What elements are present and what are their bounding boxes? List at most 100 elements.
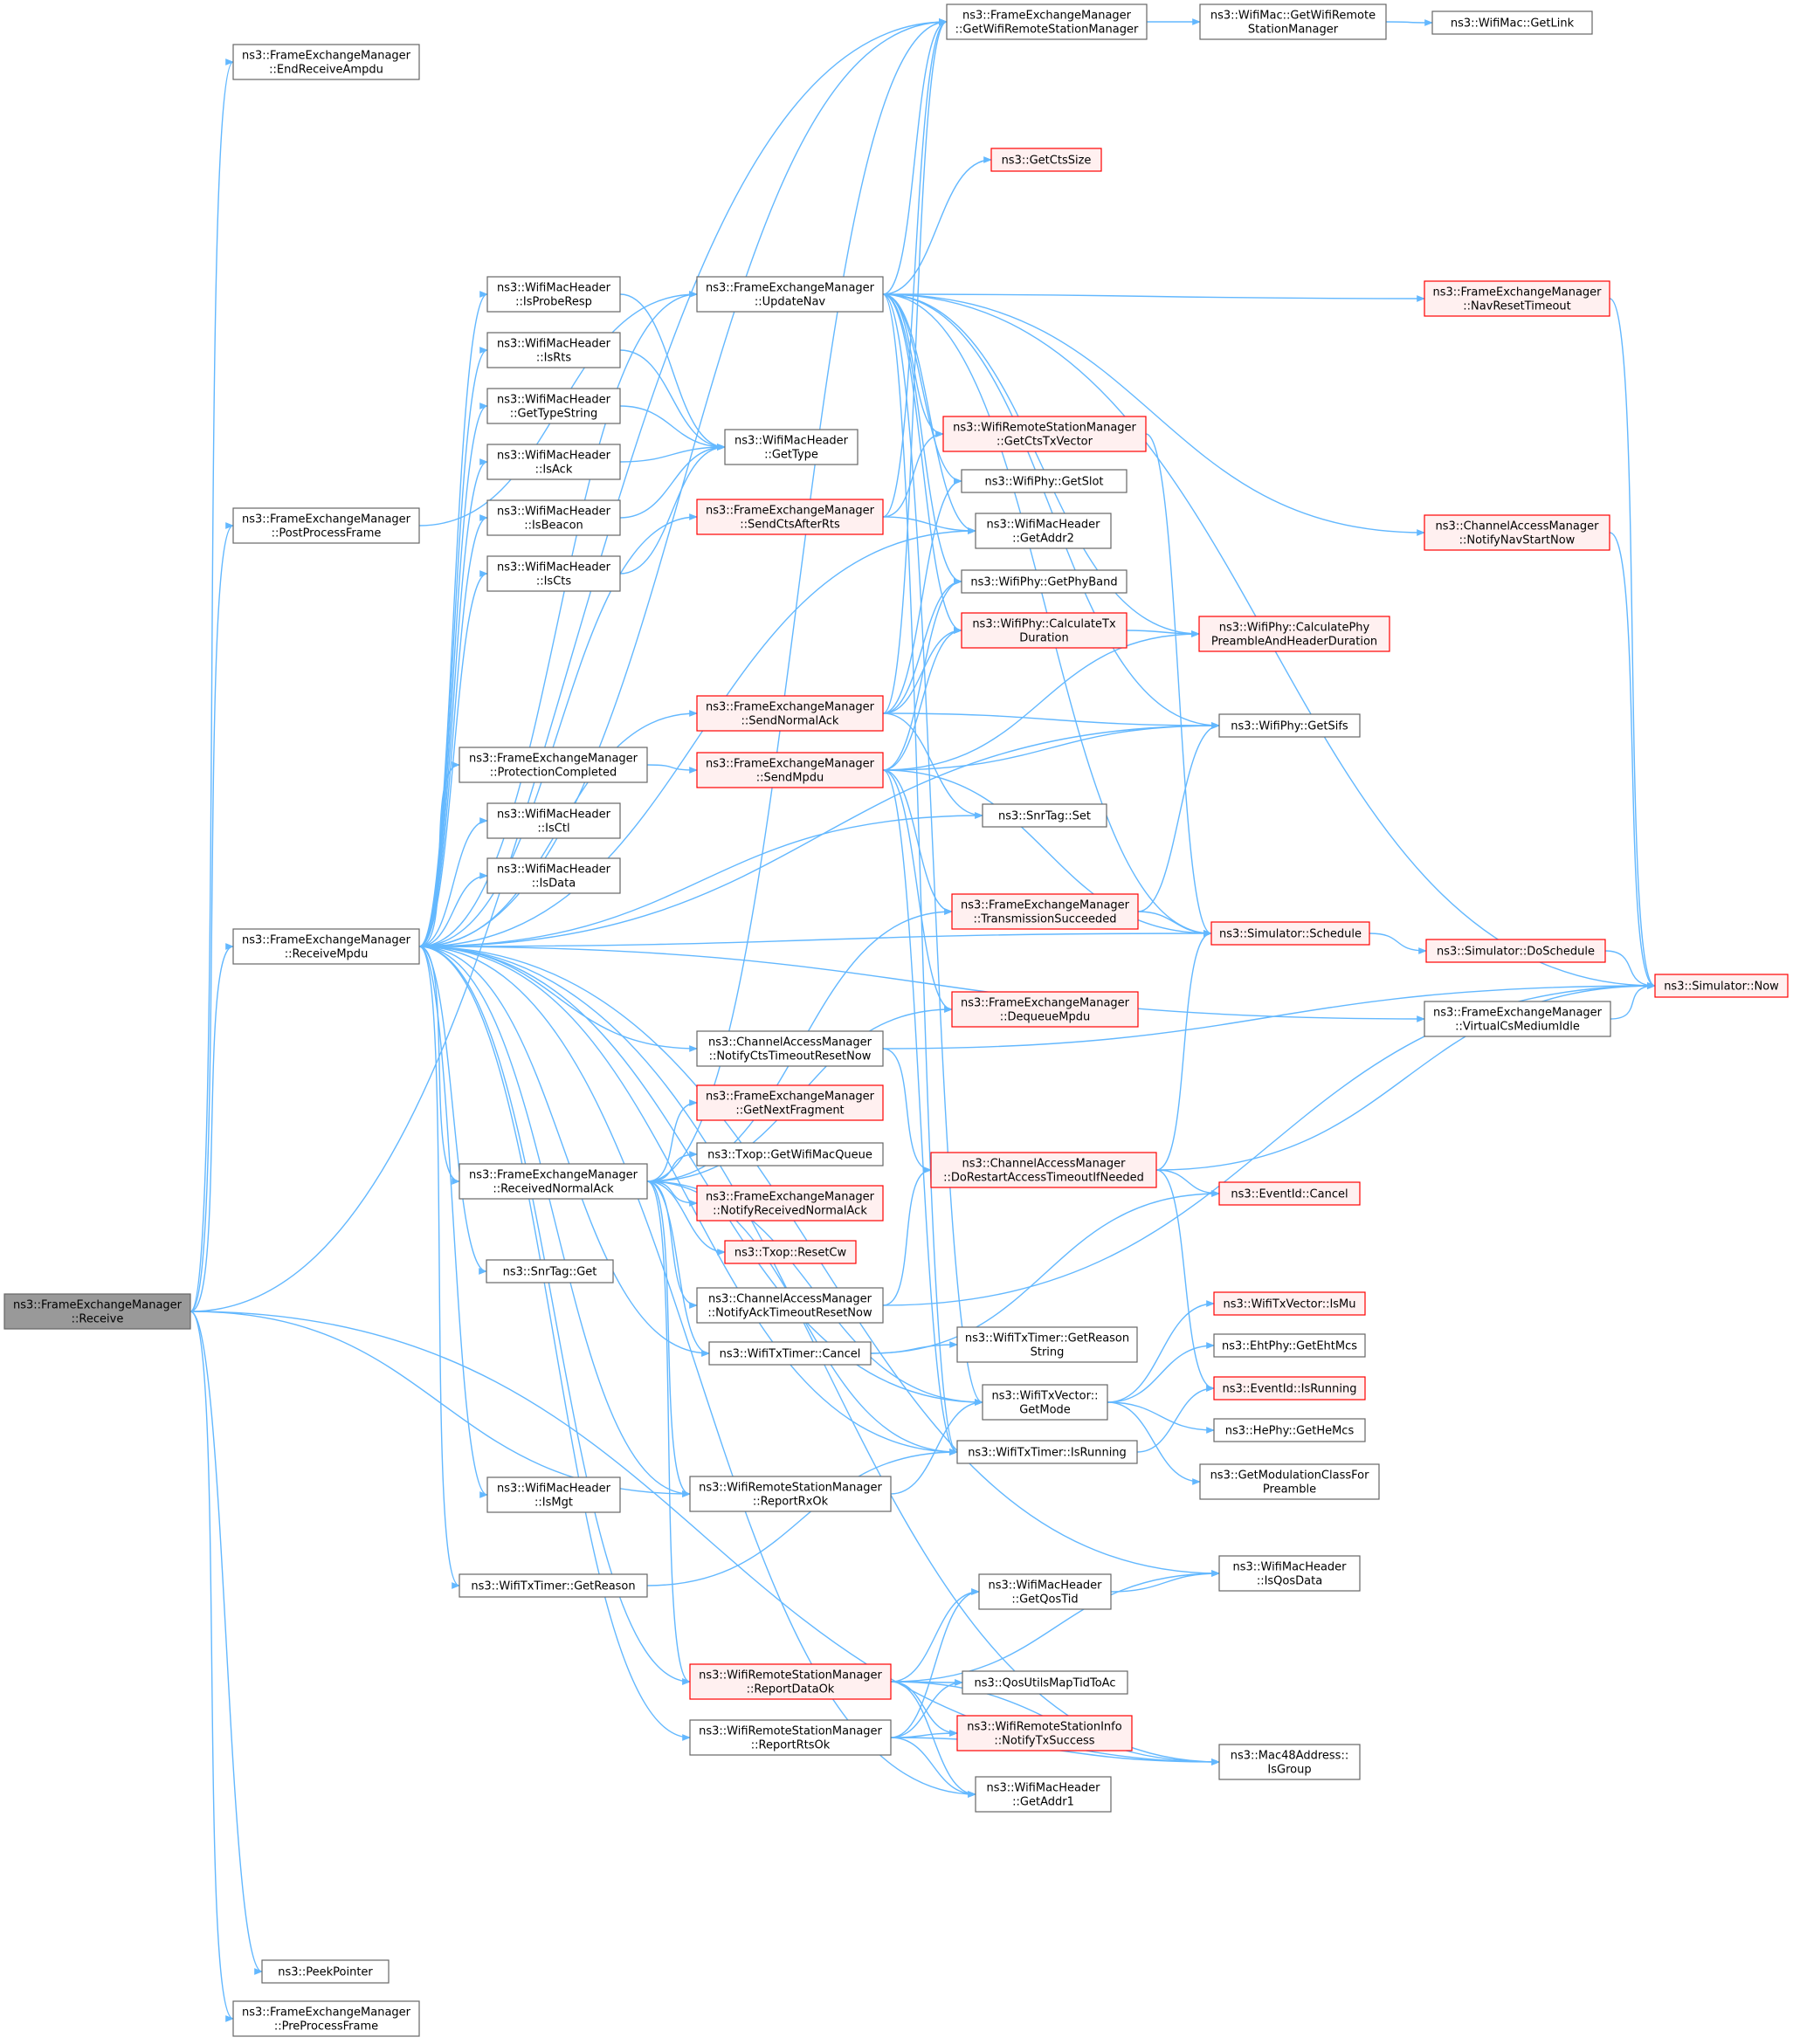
- node-snrTagGet[interactable]: ns3::SnrTag::Get: [486, 1259, 614, 1284]
- node-postProcessFrame[interactable]: ns3::FrameExchangeManager::PostProcessFr…: [232, 507, 420, 544]
- edge-reportDataOk-to-getQosTid: [890, 1588, 980, 1683]
- node-protectionCompleted[interactable]: ns3::FrameExchangeManager::ProtectionCom…: [459, 747, 648, 783]
- node-snrTagSet[interactable]: ns3::SnrTag::Set: [982, 803, 1107, 828]
- node-isQosData[interactable]: ns3::WifiMacHeader::IsQosData: [1218, 1555, 1361, 1592]
- node-isBeacon[interactable]: ns3::WifiMacHeader::IsBeacon: [486, 499, 621, 536]
- node-getSlot[interactable]: ns3::WifiPhy::GetSlot: [961, 469, 1128, 493]
- node-isProbeResp[interactable]: ns3::WifiMacHeader::IsProbeResp: [486, 276, 621, 313]
- node-box: [982, 1384, 1108, 1421]
- node-getAddr2[interactable]: ns3::WifiMacHeader::GetAddr2: [975, 513, 1112, 549]
- edge-receiveMpdu-to-getAddr2: [418, 527, 976, 947]
- node-isAck[interactable]: ns3::WifiMacHeader::IsAck: [486, 444, 621, 480]
- edge-sendCtsAfterRts-to-getAddr2: [882, 516, 976, 534]
- node-box: [724, 429, 859, 465]
- edge-receiveMpdu-to-snrTagGet: [418, 946, 487, 1275]
- node-notifyAckTimeoutResetNow[interactable]: ns3::ChannelAccessManager::NotifyAckTime…: [696, 1287, 884, 1324]
- node-updateNav[interactable]: ns3::FrameExchangeManager::UpdateNav: [696, 276, 884, 313]
- edge-receivedNormalAck-to-getWifiMacQueue: [646, 1151, 698, 1182]
- node-getQosTid[interactable]: ns3::WifiMacHeader::GetQosTid: [978, 1573, 1112, 1610]
- node-transmissionSucceeded[interactable]: ns3::FrameExchangeManager::TransmissionS…: [951, 893, 1139, 930]
- node-sendCtsAfterRts[interactable]: ns3::FrameExchangeManager::SendCtsAfterR…: [696, 499, 884, 535]
- node-dequeueMpdu[interactable]: ns3::FrameExchangeManager::DequeueMpdu: [951, 991, 1139, 1028]
- node-simulatorNow[interactable]: ns3::Simulator::Now: [1654, 974, 1789, 998]
- node-getCtsSize[interactable]: ns3::GetCtsSize: [990, 148, 1102, 172]
- node-macGetWifiRemoteStationManager[interactable]: ns3::WifiMac::GetWifiRemoteStationManage…: [1199, 3, 1387, 40]
- node-qosUtilsMapTidToAc[interactable]: ns3::QosUtilsMapTidToAc: [962, 1670, 1128, 1695]
- node-isRts[interactable]: ns3::WifiMacHeader::IsRts: [486, 332, 621, 368]
- node-box: [696, 276, 884, 313]
- node-label: ns3::WifiPhy::GetSifs: [1231, 720, 1348, 733]
- node-label: ns3::WifiMac::GetLink: [1451, 17, 1575, 31]
- node-box: [3, 1293, 191, 1330]
- node-label: ns3::Txop::ResetCw: [734, 1247, 847, 1260]
- edge-notifyCtsTimeoutResetNow-to-doRestartAccessTimeout: [882, 1048, 932, 1173]
- node-navResetTimeout[interactable]: ns3::FrameExchangeManager::NavResetTimeo…: [1424, 280, 1610, 317]
- node-receive[interactable]: ns3::FrameExchangeManager::Receive: [3, 1293, 191, 1330]
- edge-receiveMpdu-to-simulatorSchedule: [418, 930, 1212, 947]
- node-getAddr1[interactable]: ns3::WifiMacHeader::GetAddr1: [975, 1776, 1112, 1813]
- node-receivedNormalAck[interactable]: ns3::FrameExchangeManager::ReceivedNorma…: [459, 1163, 648, 1200]
- node-label: ns3::FrameExchangeManager: [242, 50, 411, 63]
- node-box: [1424, 1001, 1611, 1037]
- node-label: ns3::FrameExchangeManager: [706, 1191, 875, 1204]
- node-getType[interactable]: ns3::WifiMacHeader::GetType: [724, 429, 859, 465]
- edge-doRestartAccessTimeout-to-simulatorNow: [1155, 982, 1656, 1171]
- node-getSifs[interactable]: ns3::WifiPhy::GetSifs: [1218, 713, 1361, 738]
- node-txVectorIsMu[interactable]: ns3::WifiTxVector::IsMu: [1213, 1291, 1366, 1316]
- function-nodes: ns3::FrameExchangeManager::Receivens3::F…: [3, 3, 1789, 2037]
- node-endReceiveAmpdu[interactable]: ns3::FrameExchangeManager::EndReceiveAmp…: [232, 44, 420, 80]
- node-preProcessFrame[interactable]: ns3::FrameExchangeManager::PreProcessFra…: [232, 2000, 420, 2037]
- node-isCts[interactable]: ns3::WifiMacHeader::IsCts: [486, 555, 621, 592]
- node-ehtPhyGetEhtMcs[interactable]: ns3::EhtPhy::GetEhtMcs: [1213, 1333, 1366, 1358]
- node-reportDataOk[interactable]: ns3::WifiRemoteStationManager::ReportDat…: [689, 1663, 892, 1700]
- edge-timerGetReason-to-timerIsRunning: [646, 1449, 958, 1586]
- node-virtualCsMediumIdle[interactable]: ns3::FrameExchangeManager::VirtualCsMedi…: [1424, 1001, 1611, 1037]
- edge-receive-to-postProcessFrame: [190, 522, 234, 1312]
- node-macIsGroup[interactable]: ns3::Mac48Address::IsGroup: [1218, 1744, 1361, 1780]
- node-reportRxOk[interactable]: ns3::WifiRemoteStationManager::ReportRxO…: [689, 1476, 892, 1512]
- node-sendNormalAck[interactable]: ns3::FrameExchangeManager::SendNormalAck: [696, 695, 884, 732]
- edge-updateNav-to-calculateTxDuration: [882, 293, 962, 634]
- node-isData[interactable]: ns3::WifiMacHeader::IsData: [486, 857, 621, 894]
- node-getNextFragment[interactable]: ns3::FrameExchangeManager::GetNextFragme…: [696, 1084, 884, 1121]
- node-peekPointer[interactable]: ns3::PeekPointer: [261, 1959, 390, 1984]
- node-simulatorSchedule[interactable]: ns3::Simulator::Schedule: [1210, 921, 1370, 946]
- node-txVectorGetMode[interactable]: ns3::WifiTxVector::GetMode: [982, 1384, 1108, 1421]
- node-label: ns3::WifiMac::GetWifiRemote: [1210, 10, 1376, 23]
- node-label: Duration: [1019, 632, 1068, 645]
- node-doRestartAccessTimeout[interactable]: ns3::ChannelAccessManager::DoRestartAcce…: [930, 1152, 1157, 1188]
- node-macGetLink[interactable]: ns3::WifiMac::GetLink: [1431, 10, 1593, 35]
- node-label: ::NotifyCtsTimeoutResetNow: [709, 1050, 872, 1063]
- node-getTypeString[interactable]: ns3::WifiMacHeader::GetTypeString: [486, 388, 621, 424]
- node-timerIsRunning[interactable]: ns3::WifiTxTimer::IsRunning: [956, 1440, 1138, 1464]
- node-getWifiMacQueue[interactable]: ns3::Txop::GetWifiMacQueue: [696, 1142, 884, 1167]
- node-label: ns3::EventId::Cancel: [1231, 1188, 1348, 1201]
- node-notifyTxSuccess[interactable]: ns3::WifiRemoteStationInfo::NotifyTxSucc…: [956, 1715, 1133, 1752]
- node-reportRtsOk[interactable]: ns3::WifiRemoteStationManager::ReportRts…: [689, 1719, 892, 1756]
- node-eventIdCancel[interactable]: ns3::EventId::Cancel: [1218, 1181, 1361, 1206]
- node-sendMpdu[interactable]: ns3::FrameExchangeManager::SendMpdu: [696, 752, 884, 788]
- node-getCtsTxVector[interactable]: ns3::WifiRemoteStationManager::GetCtsTxV…: [942, 416, 1147, 452]
- node-notifyNavStartNow[interactable]: ns3::ChannelAccessManager::NotifyNavStar…: [1424, 514, 1610, 551]
- node-notifyReceivedNormalAck[interactable]: ns3::FrameExchangeManager::NotifyReceive…: [696, 1185, 884, 1222]
- node-isMgt[interactable]: ns3::WifiMacHeader::IsMgt: [486, 1476, 621, 1513]
- node-notifyCtsTimeoutResetNow[interactable]: ns3::ChannelAccessManager::NotifyCtsTime…: [696, 1030, 884, 1067]
- edge-isCts-to-getType: [619, 444, 726, 575]
- edge-simulatorDoSchedule-to-simulatorNow: [1604, 950, 1656, 989]
- node-receiveMpdu[interactable]: ns3::FrameExchangeManager::ReceiveMpdu: [232, 928, 420, 965]
- node-label: IsGroup: [1267, 1764, 1311, 1777]
- node-resetCw[interactable]: ns3::Txop::ResetCw: [724, 1240, 857, 1264]
- node-simulatorDoSchedule[interactable]: ns3::Simulator::DoSchedule: [1425, 939, 1606, 963]
- node-label: ns3::EventId::IsRunning: [1222, 1383, 1356, 1396]
- node-timerGetReason[interactable]: ns3::WifiTxTimer::GetReason: [459, 1573, 648, 1598]
- node-hePhyGetHeMcs[interactable]: ns3::HePhy::GetHeMcs: [1213, 1418, 1366, 1442]
- node-eventIdIsRunning[interactable]: ns3::EventId::IsRunning: [1213, 1376, 1366, 1401]
- node-isCtl[interactable]: ns3::WifiMacHeader::IsCtl: [486, 802, 621, 839]
- node-getWifiRemoteStationManager[interactable]: ns3::FrameExchangeManager::GetWifiRemote…: [946, 3, 1148, 40]
- node-calculatePhyPreamble[interactable]: ns3::WifiPhy::CalculatePhyPreambleAndHea…: [1198, 616, 1390, 652]
- node-timerCancel[interactable]: ns3::WifiTxTimer::Cancel: [708, 1341, 872, 1366]
- node-getPhyBand[interactable]: ns3::WifiPhy::GetPhyBand: [961, 569, 1128, 594]
